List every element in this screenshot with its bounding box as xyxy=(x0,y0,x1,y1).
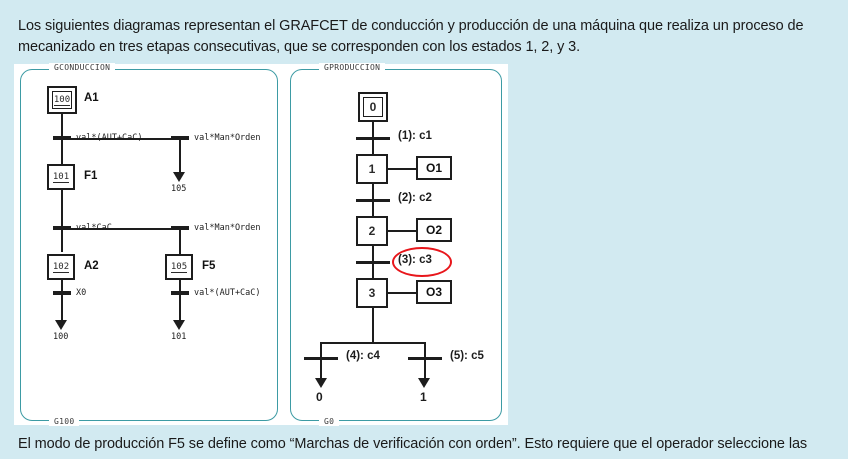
link-t5-jump100 xyxy=(60,295,64,323)
link-t4-step105 xyxy=(178,230,181,254)
step-1[interactable]: 1 xyxy=(356,154,388,184)
prod-transition-condition-1: (1): c1 xyxy=(398,130,432,142)
prod-jump-arrow-0 xyxy=(314,378,327,388)
step-100-inner: 100 xyxy=(52,91,72,109)
jump-arrow-100 xyxy=(55,320,68,330)
gconduccion-legend-top: GCONDUCCION xyxy=(49,63,116,72)
link-t6-jump101 xyxy=(178,295,181,323)
prod-branch-right xyxy=(423,342,426,368)
action-link-2 xyxy=(388,229,416,233)
divergence-bar-2 xyxy=(60,228,181,231)
divergence-bar-1 xyxy=(60,138,181,141)
prod-transition-bar-5 xyxy=(407,357,442,360)
jump-target-105: 105 xyxy=(171,184,187,194)
step-102[interactable]: 102 xyxy=(47,254,75,280)
gconduccion-legend-bottom: G100 xyxy=(49,417,80,426)
transition-bar-3 xyxy=(53,226,71,231)
step-101-number: 101 xyxy=(52,171,70,183)
link-t1-step101 xyxy=(60,146,64,164)
jump-arrow-101 xyxy=(173,320,186,330)
transition-condition-6: val*(AUT+CaC) xyxy=(194,288,261,298)
gconduccion-frame: GCONDUCCION G100 xyxy=(20,63,278,426)
action-link-3 xyxy=(388,291,416,295)
gproduccion-legend-top: GPRODUCCION xyxy=(319,63,386,72)
transition-condition-1: val*(AUT+CaC) xyxy=(76,133,143,143)
step-0-number: 0 xyxy=(369,100,377,114)
prod-transition-condition-5: (5): c5 xyxy=(450,350,484,362)
prod-jump-arrow-1 xyxy=(418,378,431,388)
step-100[interactable]: 100 xyxy=(47,86,77,114)
link-t4-jump0 xyxy=(320,359,323,381)
transition-bar-5 xyxy=(53,291,71,296)
step-0-inner: 0 xyxy=(363,97,383,117)
step-0[interactable]: 0 xyxy=(358,92,388,122)
jump-arrow-105 xyxy=(173,172,186,182)
action-O1-label: O1 xyxy=(425,161,442,175)
link-100-branch xyxy=(60,114,64,138)
transition-condition-4: val*Man*Orden xyxy=(194,223,261,233)
prod-jump-target-1: 1 xyxy=(420,390,427,404)
diagram-canvas: GCONDUCCION G100 100 A1 val*(AUT+CaC) va… xyxy=(14,63,508,426)
link-to-jump-105 xyxy=(178,140,181,176)
step-102-label: A2 xyxy=(84,260,99,272)
prod-transition-bar-4 xyxy=(304,357,338,360)
link-101-branch2 xyxy=(60,190,64,228)
step-2[interactable]: 2 xyxy=(356,216,388,246)
action-O1[interactable]: O1 xyxy=(416,156,452,180)
transition-bar-1 xyxy=(53,136,71,141)
jump-target-101: 101 xyxy=(171,332,187,342)
gproduccion-frame: GPRODUCCION G0 xyxy=(290,63,502,426)
action-O2[interactable]: O2 xyxy=(416,218,452,242)
link-3-divergence xyxy=(371,308,375,344)
step-2-number: 2 xyxy=(368,224,376,238)
prod-transition-bar-1 xyxy=(356,137,390,140)
transition-condition-5: X0 xyxy=(76,288,87,298)
step-105-number: 105 xyxy=(170,261,188,273)
step-3[interactable]: 3 xyxy=(356,278,388,308)
prod-transition-bar-2 xyxy=(356,199,390,202)
transition-bar-6 xyxy=(170,291,189,296)
prod-divergence-bar xyxy=(320,342,426,345)
action-link-1 xyxy=(388,167,416,171)
transition-bar-4 xyxy=(170,226,189,231)
link-to-t3 xyxy=(60,228,64,252)
action-O3[interactable]: O3 xyxy=(416,280,452,304)
step-105-label: F5 xyxy=(202,260,216,272)
step-105[interactable]: 105 xyxy=(165,254,193,280)
outro-paragraph: El modo de producción F5 se define como … xyxy=(18,436,808,452)
transition-bar-2 xyxy=(170,136,189,141)
action-O3-label: O3 xyxy=(425,285,442,299)
prod-transition-bar-3 xyxy=(356,261,390,264)
prod-transition-condition-2: (2): c2 xyxy=(398,192,432,204)
step-1-number: 1 xyxy=(368,162,376,176)
jump-target-100: 100 xyxy=(53,332,69,342)
step-100-label: A1 xyxy=(84,92,99,104)
step-102-number: 102 xyxy=(52,261,70,273)
action-O2-label: O2 xyxy=(425,223,442,237)
gproduccion-legend-bottom: G0 xyxy=(319,417,340,426)
step-3-number: 3 xyxy=(368,286,376,300)
step-101[interactable]: 101 xyxy=(47,164,75,190)
prod-transition-condition-4: (4): c4 xyxy=(346,350,380,362)
transition-condition-2: val*Man*Orden xyxy=(194,133,261,143)
prod-branch-left xyxy=(320,342,323,368)
step-101-label: F1 xyxy=(84,170,98,182)
prod-transition-condition-3: (3): c3 xyxy=(398,254,432,266)
prod-jump-target-0: 0 xyxy=(316,390,323,404)
link-t5-jump1 xyxy=(423,359,426,381)
transition-condition-3: val*CaC xyxy=(76,223,112,233)
intro-paragraph: Los siguientes diagramas representan el … xyxy=(18,18,804,55)
step-100-number: 100 xyxy=(53,94,71,106)
